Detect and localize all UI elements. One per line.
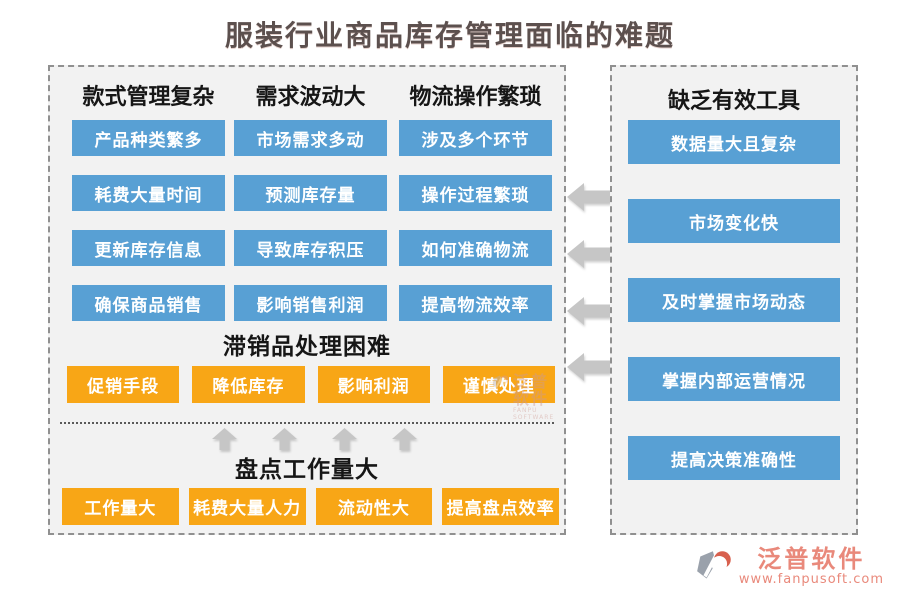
up-arrows-group (57, 428, 571, 454)
tool-pill: 提高决策准确性 (628, 436, 840, 480)
issue-pill: 降低库存 (192, 366, 305, 403)
column-header: 款式管理复杂 (82, 84, 215, 110)
up-arrow-icon (211, 428, 237, 454)
issue-pill: 流动性大 (315, 488, 433, 525)
left-arrow-icon (567, 297, 610, 325)
tool-pill: 掌握内部运营情况 (628, 357, 840, 401)
left-arrow-icon (567, 183, 610, 211)
issue-pill: 影响销售利润 (234, 285, 387, 321)
brand-url: www.fanpusoft.com (738, 572, 884, 587)
column-header: 物流操作繁琐 (409, 84, 542, 110)
stocktaking-row: 工作量大 耗费大量人力 流动性大 提高盘点效率 (62, 488, 559, 525)
issue-pill: 市场需求多动 (234, 120, 387, 156)
stale-goods-header: 滞销品处理困难 (223, 333, 391, 360)
stale-goods-row: 促销手段 降低库存 影响利润 谨慎处理 (67, 366, 555, 403)
column-logistics-operations: 物流操作繁琐 涉及多个环节 操作过程繁琐 如何准确物流 提高物流效率 (399, 81, 552, 340)
tools-list: 数据量大且复杂 市场变化快 及时掌握市场动态 掌握内部运营情况 提高决策准确性 (628, 120, 840, 515)
up-arrow-icon (271, 428, 297, 454)
challenges-panel: 款式管理复杂 产品种类繁多 耗费大量时间 更新库存信息 确保商品销售 需求波动大… (48, 65, 566, 535)
issue-pill: 涉及多个环节 (399, 120, 552, 156)
issue-pill: 如何准确物流 (399, 230, 552, 266)
up-arrow-icon (331, 428, 357, 454)
issue-pill: 确保商品销售 (72, 285, 225, 321)
issue-pill: 影响利润 (317, 366, 430, 403)
up-arrow-icon (391, 428, 417, 454)
issue-pill: 工作量大 (62, 488, 179, 525)
dotted-divider (60, 422, 554, 424)
issue-pill: 操作过程繁琐 (399, 175, 552, 211)
brand-logo: 泛普软件 www.fanpusoft.com (694, 546, 884, 592)
fanpu-logo-icon (694, 546, 736, 592)
tool-pill: 及时掌握市场动态 (628, 278, 840, 322)
page-title: 服装行业商品库存管理面临的难题 (224, 19, 675, 52)
issue-pill: 更新库存信息 (72, 230, 225, 266)
column-style-management: 款式管理复杂 产品种类繁多 耗费大量时间 更新库存信息 确保商品销售 (72, 81, 225, 340)
tool-pill: 市场变化快 (628, 199, 840, 243)
issue-pill: 产品种类繁多 (72, 120, 225, 156)
issue-pill: 耗费大量人力 (188, 488, 306, 525)
left-arrow-icon (567, 240, 610, 268)
issue-pill: 导致库存积压 (234, 230, 387, 266)
left-arrow-icon (567, 353, 610, 381)
tools-panel-header: 缺乏有效工具 (667, 88, 800, 114)
watermark-subtext: FANPU SOFTWARE (513, 407, 555, 421)
issue-pill: 促销手段 (67, 366, 180, 403)
stocktaking-header: 盘点工作量大 (235, 456, 379, 483)
tools-panel: 缺乏有效工具 数据量大且复杂 市场变化快 及时掌握市场动态 掌握内部运营情况 提… (610, 65, 858, 535)
brand-name: 泛普软件 (757, 544, 866, 573)
column-demand-fluctuation: 需求波动大 市场需求多动 预测库存量 导致库存积压 影响销售利润 (234, 81, 387, 340)
issue-pill: 预测库存量 (234, 175, 387, 211)
column-header: 需求波动大 (255, 84, 366, 110)
issue-pill: 谨慎处理 (442, 366, 555, 403)
issue-pill: 提高盘点效率 (442, 488, 559, 525)
issue-pill: 耗费大量时间 (72, 175, 225, 211)
issue-pill: 提高物流效率 (399, 285, 552, 321)
tool-pill: 数据量大且复杂 (628, 120, 840, 164)
